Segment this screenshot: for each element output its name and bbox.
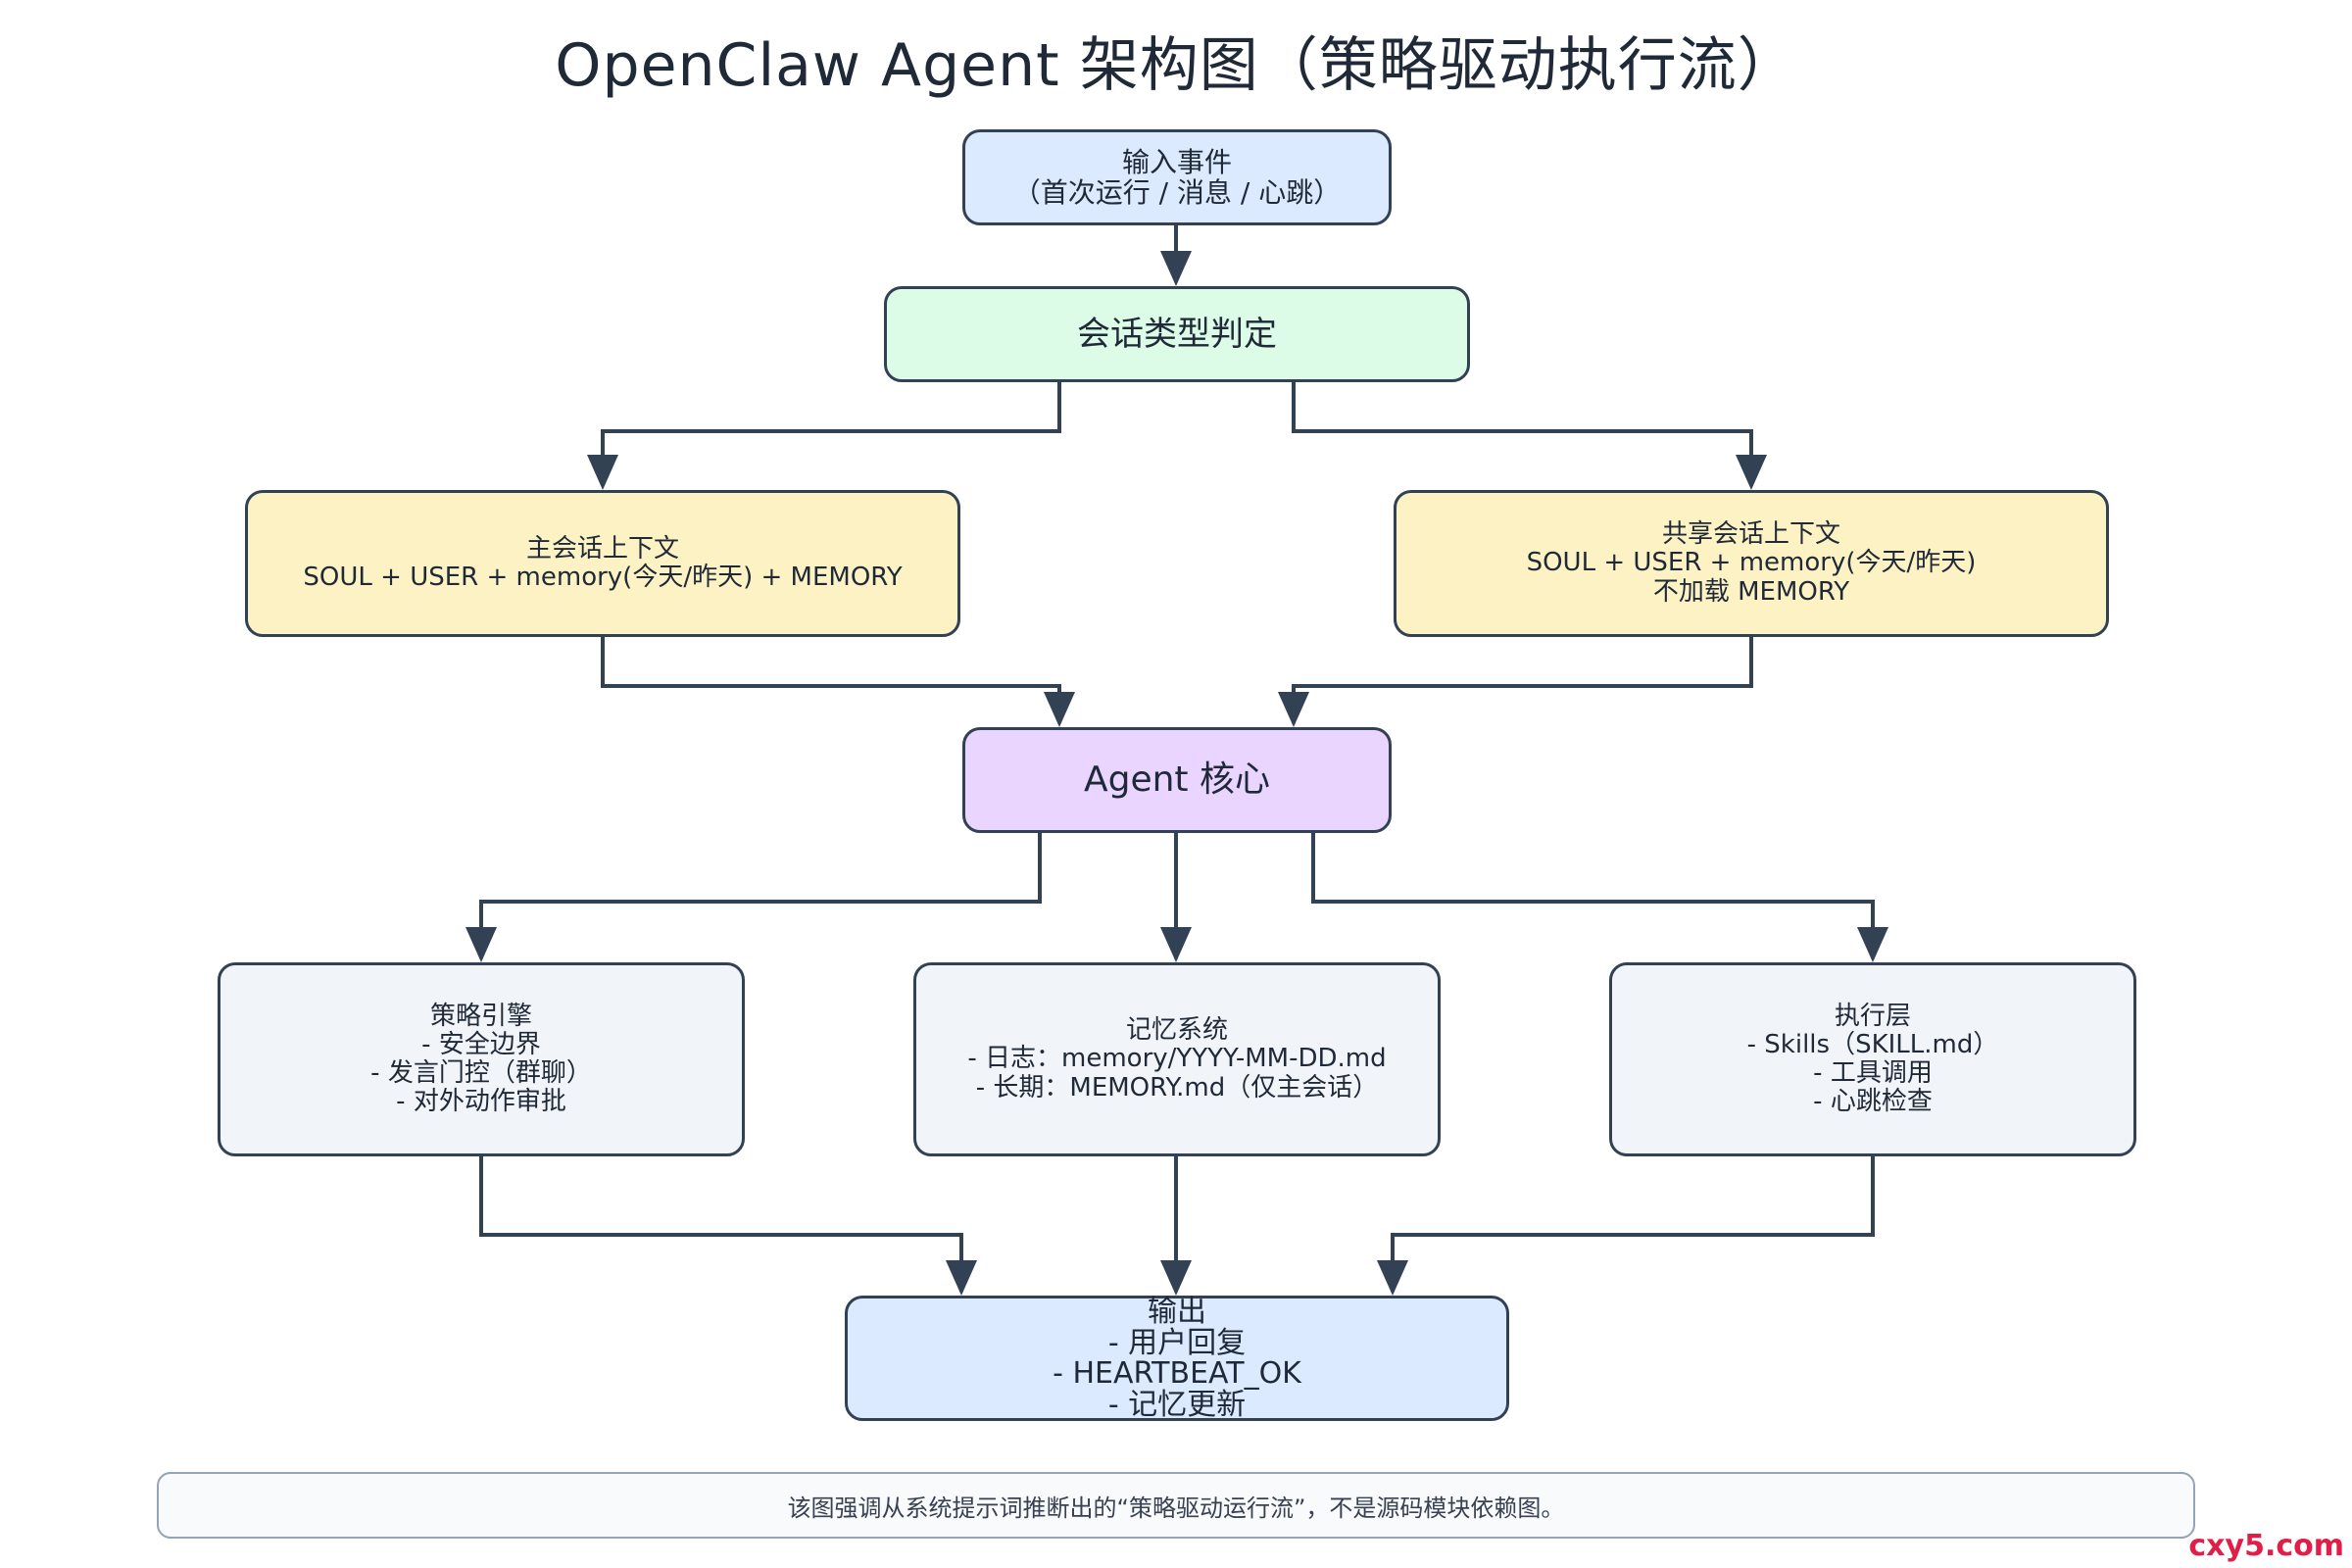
node-line: - HEARTBEAT_OK	[1053, 1356, 1301, 1391]
edge-judge-main	[587, 382, 1061, 490]
memory-system-node: 记忆系统 - 日志：memory/YYYY-MM-DD.md - 长期：MEMO…	[913, 962, 1441, 1156]
footnote-text: 该图强调从系统提示词推断出的“策略驱动运行流”，不是源码模块依赖图。	[787, 1494, 1565, 1522]
shared-session-context-node: 共享会话上下文 SOUL + USER + memory(今天/昨天) 不加载 …	[1394, 490, 2109, 637]
node-line: - 用户回复	[1107, 1325, 1247, 1360]
node-line: Agent 核心	[1083, 759, 1270, 800]
node-line: 策略引擎	[429, 1001, 532, 1031]
node-line: - 长期：MEMORY.md（仅主会话）	[975, 1072, 1379, 1102]
node-line: - 日志：memory/YYYY-MM-DD.md	[967, 1044, 1387, 1074]
node-line: - Skills（SKILL.md）	[1746, 1029, 1999, 1059]
node-line: 输入事件	[1121, 145, 1232, 178]
node-line: 记忆系统	[1125, 1015, 1228, 1046]
node-line: - 记忆更新	[1107, 1387, 1247, 1422]
node-line: 共享会话上下文	[1661, 519, 1840, 550]
node-line: - 安全边界	[421, 1029, 541, 1059]
node-line: - 对外动作审批	[396, 1087, 566, 1117]
execution-layer-node: 执行层 - Skills（SKILL.md） - 工具调用 - 心跳检查	[1609, 962, 2136, 1156]
footnote: 该图强调从系统提示词推断出的“策略驱动运行流”，不是源码模块依赖图。	[157, 1472, 2195, 1539]
agent-core-node: Agent 核心	[962, 727, 1392, 833]
edge-policy-output	[479, 1156, 977, 1296]
diagram-title: OpenClaw Agent 架构图（策略驱动执行流）	[555, 31, 1797, 100]
edge-judge-shared	[1292, 382, 1767, 490]
node-line: 主会话上下文	[525, 533, 679, 564]
node-line: - 工具调用	[1813, 1058, 1933, 1088]
node-line: SOUL + USER + memory(今天/昨天)	[1526, 548, 1977, 578]
edge-core-policy	[466, 833, 1042, 962]
policy-engine-node: 策略引擎 - 安全边界 - 发言门控（群聊） - 对外动作审批	[218, 962, 745, 1156]
watermark-logo: cxy5.com	[2188, 1529, 2344, 1563]
node-line: - 心跳检查	[1813, 1087, 1933, 1117]
node-line: 输出	[1148, 1295, 1206, 1329]
session-type-judge-node: 会话类型判定	[884, 286, 1470, 382]
edge-core-exec	[1311, 833, 1888, 962]
node-line: SOUL + USER + memory(今天/昨天) + MEMORY	[303, 563, 903, 592]
node-line: （首次运行 / 消息 / 心跳）	[1012, 176, 1342, 209]
edge-exec-output	[1377, 1156, 1875, 1296]
input-event-node: 输入事件 （首次运行 / 消息 / 心跳）	[962, 129, 1392, 225]
edge-shared-core	[1278, 637, 1753, 727]
node-line: 会话类型判定	[1077, 314, 1277, 354]
node-line: - 发言门控（群聊）	[370, 1058, 592, 1088]
edge-main-core	[601, 637, 1075, 727]
node-line: 不加载 MEMORY	[1652, 576, 1850, 607]
output-node: 输出 - 用户回复 - HEARTBEAT_OK - 记忆更新	[845, 1296, 1509, 1421]
main-session-context-node: 主会话上下文 SOUL + USER + memory(今天/昨天) + MEM…	[245, 490, 960, 637]
node-line: 执行层	[1834, 1001, 1911, 1031]
